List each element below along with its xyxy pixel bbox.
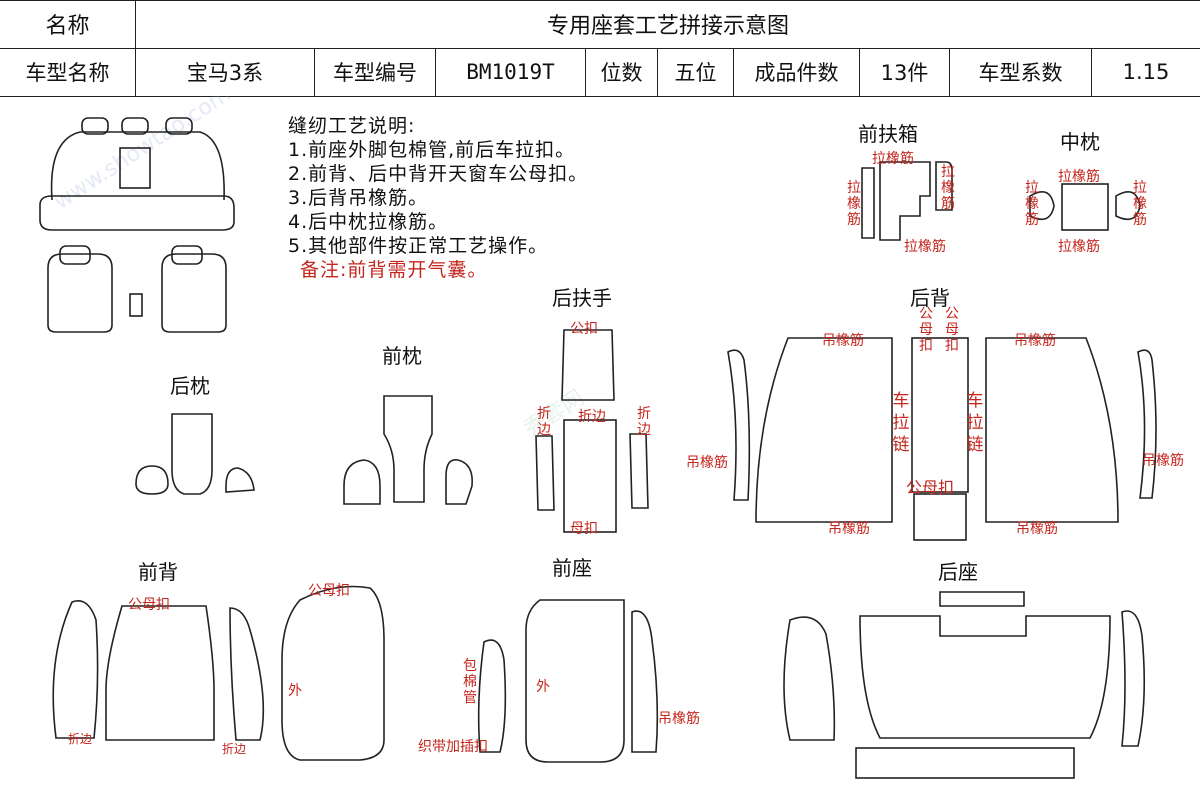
annotation-hang-elastic: 吊橡筋 bbox=[658, 711, 700, 727]
annotation-male-female-snap: 公母扣 bbox=[308, 583, 350, 599]
coef-label-cell: 车型系数 bbox=[950, 48, 1092, 96]
coef-value: 1.15 bbox=[1122, 60, 1170, 84]
pieces-value: 13件 bbox=[880, 61, 929, 85]
front-armrest-pattern bbox=[861, 161, 953, 241]
model-name-label-cell: 车型名称 bbox=[0, 48, 136, 96]
sewing-notes: 缝纫工艺说明: 1.前座外脚包棉管,前后车拉扣。 2.前背、后中背开天窗车公母扣… bbox=[288, 114, 588, 282]
section-rear-pillow: 后枕 bbox=[170, 374, 210, 398]
section-middle-pillow: 中枕 bbox=[1060, 130, 1100, 154]
rear-back-pattern bbox=[727, 337, 1157, 541]
annotation-fold-edge: 折边 bbox=[637, 406, 651, 438]
annotation-webbing-clip: 织带加插扣 bbox=[418, 739, 488, 755]
section-rear-armrest: 后扶手 bbox=[552, 286, 612, 310]
rear-seat-pattern bbox=[783, 591, 1146, 779]
note-item: 1.前座外脚包棉管,前后车拉扣。 bbox=[288, 139, 576, 161]
annotation-fold-edge: 折边 bbox=[537, 406, 551, 438]
annotation-outer: 外 bbox=[288, 683, 302, 699]
annotation-male-female-snap: 公母扣 bbox=[945, 306, 959, 354]
seats-cell: 五位 bbox=[658, 48, 734, 96]
coef-label: 车型系数 bbox=[978, 61, 1063, 85]
annotation-male-female-snap: 公母扣 bbox=[128, 597, 170, 613]
annotation-fold-edge: 折边 bbox=[222, 742, 247, 756]
annotation-pull-elastic: 拉橡筋 bbox=[941, 164, 955, 212]
notes-heading: 缝纫工艺说明: bbox=[288, 115, 416, 137]
model-name-label: 车型名称 bbox=[25, 61, 110, 85]
name-label-cell: 名称 bbox=[0, 0, 136, 48]
annotation-pull-elastic: 拉橡筋 bbox=[872, 151, 914, 167]
model-code-label-cell: 车型编号 bbox=[315, 48, 436, 96]
seat-overview-icon bbox=[39, 117, 235, 333]
annotation-outer: 外 bbox=[536, 679, 550, 695]
annotation-pull-elastic: 拉橡筋 bbox=[1058, 169, 1100, 185]
note-item: 2.前背、后中背开天窗车公母扣。 bbox=[288, 163, 589, 185]
title-cell: 专用座套工艺拼接示意图 bbox=[136, 0, 1200, 48]
annotation-pull-elastic: 拉橡筋 bbox=[1133, 180, 1147, 228]
page-title: 专用座套工艺拼接示意图 bbox=[546, 14, 789, 39]
header-table: 名称 专用座套工艺拼接示意图 车型名称 宝马3系 车型编号 BM1019T 位数… bbox=[0, 0, 1200, 97]
front-pillow-pattern bbox=[343, 395, 474, 505]
annotation-fold-edge: 折边 bbox=[578, 409, 606, 425]
model-name-cell: 宝马3系 bbox=[136, 48, 315, 96]
model-name-value: 宝马3系 bbox=[186, 61, 264, 85]
notes-remark: 备注:前背需开气囊。 bbox=[300, 259, 488, 281]
note-item: 3.后背吊橡筋。 bbox=[288, 187, 429, 209]
model-code-value: BM1019T bbox=[466, 60, 555, 84]
note-item: 5.其他部件按正常工艺操作。 bbox=[288, 235, 549, 257]
seats-label: 位数 bbox=[600, 61, 643, 85]
section-front-pillow: 前枕 bbox=[382, 344, 422, 368]
annotation-hang-elastic: 吊橡筋 bbox=[686, 455, 728, 471]
annotation-wrap-tube: 包棉管 bbox=[463, 658, 477, 706]
annotation-pull-elastic: 拉橡筋 bbox=[847, 180, 861, 228]
section-front-armrest: 前扶箱 bbox=[858, 122, 918, 146]
name-label: 名称 bbox=[45, 14, 90, 39]
section-front-seat: 前座 bbox=[552, 556, 592, 580]
annotation-male-female-snap: 公母扣 bbox=[906, 478, 955, 497]
seats-label-cell: 位数 bbox=[586, 48, 658, 96]
coef-cell: 1.15 bbox=[1092, 48, 1200, 96]
front-back-pattern bbox=[52, 585, 385, 761]
model-code-cell: BM1019T bbox=[436, 48, 586, 96]
section-rear-back: 后背 bbox=[910, 286, 950, 310]
annotation-sew-zipper: 车拉链 bbox=[966, 391, 984, 455]
seats-value: 五位 bbox=[674, 61, 717, 85]
annotation-hang-elastic: 吊橡筋 bbox=[828, 521, 870, 537]
annotation-hang-elastic: 吊橡筋 bbox=[1014, 333, 1056, 349]
pieces-cell: 13件 bbox=[860, 48, 950, 96]
annotation-pull-elastic: 拉橡筋 bbox=[1058, 239, 1100, 255]
section-front-back: 前背 bbox=[138, 560, 178, 584]
annotation-fold-edge: 折边 bbox=[68, 732, 93, 746]
annotation-hang-elastic: 吊橡筋 bbox=[822, 333, 864, 349]
pieces-label: 成品件数 bbox=[754, 61, 839, 85]
annotation-male-snap: 公扣 bbox=[570, 321, 598, 337]
annotation-male-female-snap: 公母扣 bbox=[919, 306, 933, 354]
annotation-sew-zipper: 车拉链 bbox=[892, 391, 910, 455]
section-rear-seat: 后座 bbox=[938, 560, 978, 584]
rear-armrest-pattern bbox=[535, 329, 649, 533]
annotation-pull-elastic: 拉橡筋 bbox=[904, 239, 946, 255]
annotation-female-snap: 母扣 bbox=[570, 521, 598, 537]
annotation-hang-elastic: 吊橡筋 bbox=[1142, 453, 1184, 469]
front-seat-pattern bbox=[477, 599, 659, 763]
note-item: 4.后中枕拉橡筋。 bbox=[288, 211, 449, 233]
annotation-pull-elastic: 拉橡筋 bbox=[1025, 180, 1039, 228]
annotation-hang-elastic: 吊橡筋 bbox=[1016, 521, 1058, 537]
model-code-label: 车型编号 bbox=[333, 61, 417, 85]
pieces-label-cell: 成品件数 bbox=[734, 48, 860, 96]
rear-pillow-pattern bbox=[135, 413, 255, 495]
middle-pillow-pattern bbox=[1029, 183, 1141, 231]
